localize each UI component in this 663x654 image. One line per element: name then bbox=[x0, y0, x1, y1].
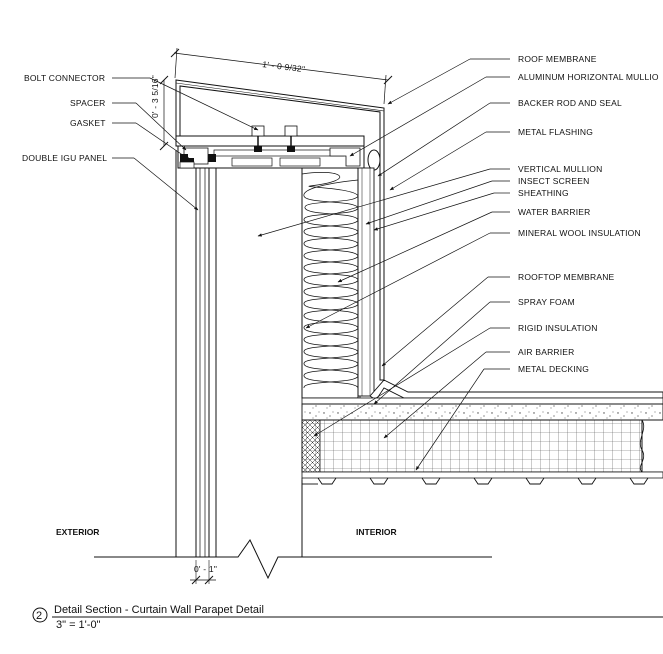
detail-number: 2 bbox=[36, 610, 42, 622]
callouts-right: ROOF MEMBRANE ALUMINUM HORIZONTAL MULLIO… bbox=[257, 54, 659, 471]
callout-spacer: SPACER bbox=[70, 98, 106, 108]
dim-bottom-width: 0' - 1" bbox=[194, 564, 217, 574]
dim-top-width: 1' - 0 9/32" bbox=[262, 59, 306, 74]
callout-aluminum-horizontal-mullion: ALUMINUM HORIZONTAL MULLIO bbox=[518, 72, 659, 82]
gasket bbox=[179, 154, 216, 169]
callout-air-barrier: AIR BARRIER bbox=[518, 347, 575, 357]
dimension-vertical bbox=[159, 75, 169, 151]
label-exterior: EXTERIOR bbox=[56, 527, 99, 537]
callout-backer-rod-seal: BACKER ROD AND SEAL bbox=[518, 98, 622, 108]
callout-bolt-connector: BOLT CONNECTOR bbox=[24, 73, 105, 83]
backer-rod-seal bbox=[367, 149, 381, 171]
roof-assembly bbox=[301, 379, 663, 485]
vertical-mullion bbox=[357, 167, 375, 397]
callout-metal-decking: METAL DECKING bbox=[518, 364, 589, 374]
callout-metal-flashing: METAL FLASHING bbox=[518, 127, 593, 137]
label-interior: INTERIOR bbox=[356, 527, 397, 537]
dim-vertical: 0' - 3 5/16" bbox=[150, 75, 160, 118]
mineral-wool-insulation bbox=[301, 167, 359, 399]
title-block: 2 Detail Section - Curtain Wall Parapet … bbox=[32, 604, 663, 631]
callout-roof-membrane: ROOF MEMBRANE bbox=[518, 54, 597, 64]
break-line bbox=[94, 539, 492, 580]
parapet-cap bbox=[175, 79, 385, 381]
callout-gasket: GASKET bbox=[70, 118, 106, 128]
double-igu-glass bbox=[175, 150, 217, 557]
callout-insect-screen: INSECT SCREEN bbox=[518, 176, 589, 186]
dimension-bottom bbox=[190, 560, 216, 585]
detail-scale: 3" = 1'-0" bbox=[56, 619, 101, 631]
dimension-top bbox=[170, 47, 393, 105]
detail-title: Detail Section - Curtain Wall Parapet De… bbox=[54, 604, 264, 616]
callout-rigid-insulation: RIGID INSULATION bbox=[518, 323, 598, 333]
callout-sheathing: SHEATHING bbox=[518, 188, 569, 198]
callout-rooftop-membrane: ROOFTOP MEMBRANE bbox=[518, 272, 615, 282]
callout-water-barrier: WATER BARRIER bbox=[518, 207, 591, 217]
callouts-left: BOLT CONNECTOR SPACER GASKET DOUBLE IGU … bbox=[22, 73, 259, 211]
callout-spray-foam: SPRAY FOAM bbox=[518, 297, 575, 307]
bolt-connector bbox=[251, 125, 298, 152]
callout-double-igu-panel: DOUBLE IGU PANEL bbox=[22, 153, 107, 163]
callout-mineral-wool-insulation: MINERAL WOOL INSULATION bbox=[518, 228, 641, 238]
callout-vertical-mullion: VERTICAL MULLION bbox=[518, 164, 602, 174]
aluminum-horizontal-mullion bbox=[175, 135, 365, 169]
